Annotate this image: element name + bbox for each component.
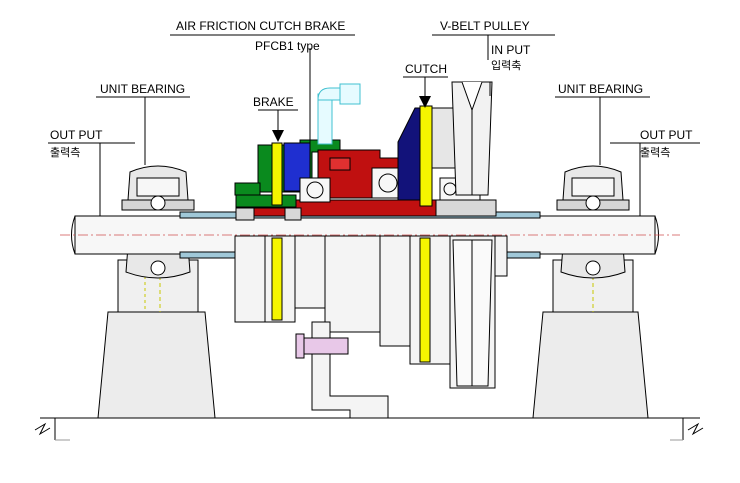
label-input-en: IN PUT: [491, 43, 531, 57]
air-fitting: [317, 83, 361, 145]
left-pedestal: [97, 259, 216, 419]
lower-half-outline: [234, 235, 508, 389]
label-cutch: CUTCH: [405, 62, 447, 76]
base-floor: [34, 417, 704, 441]
label-input-kr: 입력축: [491, 59, 521, 72]
label-brake: BRAKE: [253, 95, 294, 109]
leader-lines: [48, 34, 700, 216]
label-output-right-kr: 출력측: [640, 146, 670, 159]
label-output-left-kr: 출력측: [50, 146, 80, 159]
brake-friction-disc: [271, 142, 283, 206]
shaft-collars: [235, 199, 497, 221]
v-belt-pulley: [451, 81, 493, 196]
clutch-friction-disc: [419, 105, 433, 207]
right-pedestal: [532, 259, 649, 419]
label-unit-bearing-right: UNIT BEARING: [558, 82, 643, 96]
label-output-right-en: OUT PUT: [640, 128, 693, 142]
label-model: PFCB1 type: [255, 39, 320, 53]
label-air-friction: AIR FRICTION CUTCH BRAKE: [176, 19, 345, 33]
lower-bracket: [295, 321, 389, 419]
label-v-belt-pulley: V-BELT PULLEY: [440, 19, 530, 33]
label-unit-bearing-left: UNIT BEARING: [100, 82, 185, 96]
label-output-left-en: OUT PUT: [50, 128, 103, 142]
arrowheads: [272, 96, 431, 142]
